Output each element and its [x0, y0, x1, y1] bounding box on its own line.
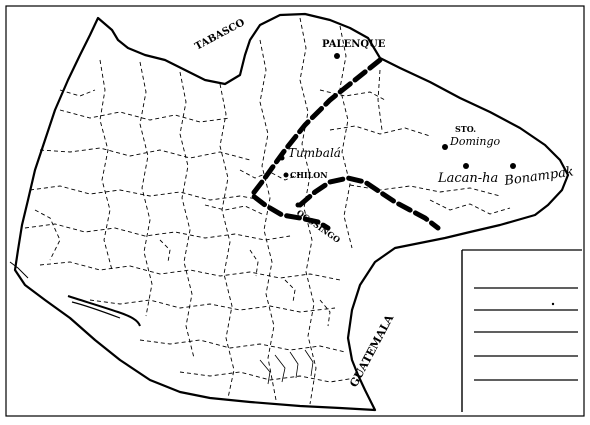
label-santo-domingo-line1: STO. — [455, 124, 476, 134]
town-marker-chilon — [283, 172, 289, 178]
town-marker-tumbala — [279, 155, 285, 161]
travel-route — [248, 57, 441, 231]
state-outline — [13, 12, 570, 412]
legend-panel — [461, 249, 582, 412]
label-tumbala: Tumbalá — [288, 146, 341, 160]
rivers — [259, 349, 314, 385]
coast-lagoon-inner — [71, 301, 121, 319]
town-marker-santo-domingo — [442, 144, 448, 150]
label-palenque: PALENQUE — [322, 39, 386, 50]
coast-line — [9, 261, 29, 279]
municipal-boundaries — [24, 17, 511, 405]
label-ocosingo: OCOSINGO — [295, 207, 342, 244]
label-tabasco: TABASCO — [193, 17, 247, 53]
town-markers — [279, 53, 516, 208]
town-marker-ocosingo — [295, 202, 301, 208]
town-marker-palenque — [334, 53, 340, 59]
label-santo-domingo-line2: Domingo — [449, 135, 501, 148]
label-lacan-ha: Lacan-ha — [437, 171, 498, 186]
label-chilon: CHILON — [290, 170, 328, 180]
label-guatemala: GUATEMALA — [347, 312, 396, 389]
coast-lagoon — [67, 295, 141, 327]
map-border — [5, 5, 585, 417]
town-marker-bonampak — [510, 163, 516, 169]
town-marker-lacan-ha — [463, 163, 469, 169]
